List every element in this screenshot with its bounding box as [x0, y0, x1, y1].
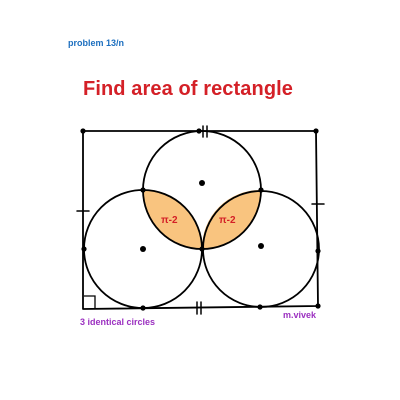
key-points — [80, 128, 321, 311]
shaded-lens-right — [201, 189, 262, 250]
tick-marks — [76, 125, 325, 315]
region-label-right: π-2 — [219, 215, 236, 226]
center-dot-right — [258, 243, 264, 249]
region-label-left: π-2 — [161, 215, 178, 226]
page-title: Find area of rectangle — [83, 78, 294, 100]
center-dot-top — [199, 180, 205, 186]
author-credit: m.vivek — [283, 310, 317, 320]
center-dot-left — [140, 246, 146, 252]
circle-top — [142, 130, 262, 250]
problem-number: problem 13/n — [68, 38, 125, 48]
circles-note: 3 identical circles — [80, 317, 156, 327]
shaded-lens-left — [142, 189, 203, 250]
rectangle-outline — [82, 130, 319, 310]
right-angle-marker — [84, 295, 96, 308]
